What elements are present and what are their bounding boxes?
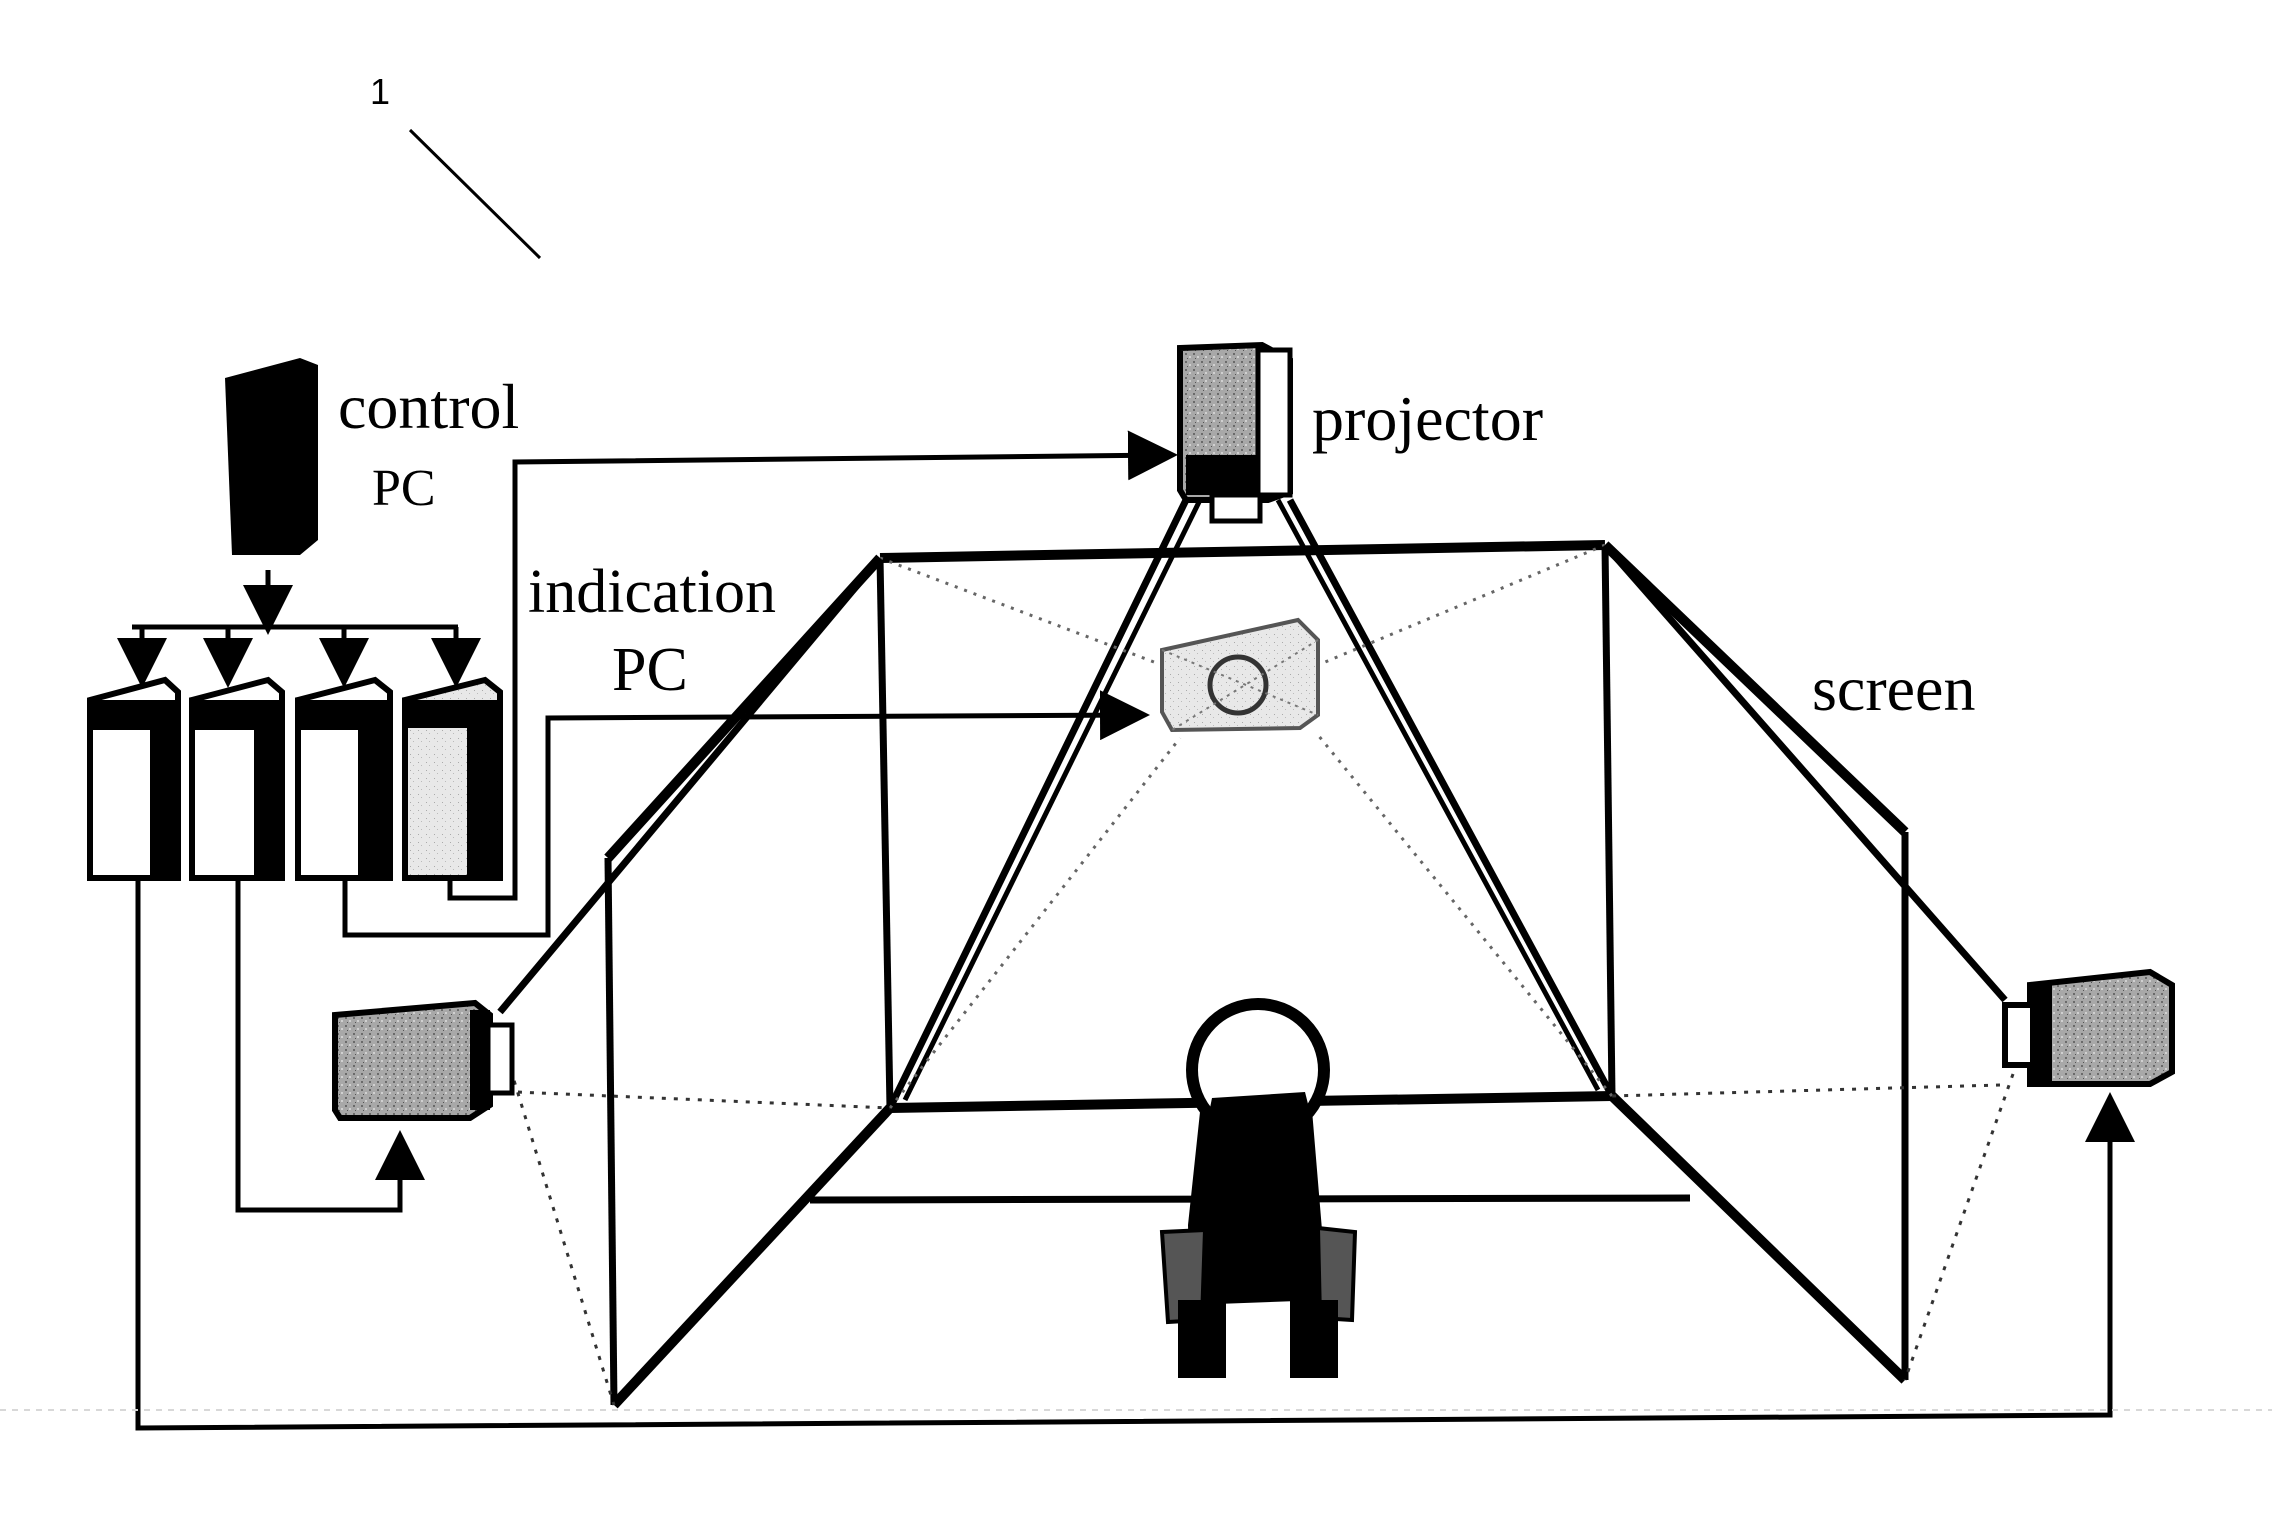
indication-pc-1 — [90, 680, 178, 878]
indication-pc-3 — [298, 680, 390, 878]
right-camera: screen — [1812, 653, 2172, 1084]
control-pc: control PC — [225, 358, 519, 555]
screen-label: screen — [1812, 653, 1975, 724]
control-pc-label-line1: control — [338, 371, 519, 442]
tower-pc-icon — [225, 358, 318, 555]
indication-pc-label-line1: indication — [528, 558, 776, 626]
indication-pc-2 — [192, 680, 282, 878]
reference-numeral: 1 — [370, 71, 390, 112]
projector-label: projector — [1312, 383, 1543, 454]
wiring — [138, 455, 2110, 1428]
top-projector: projector — [1180, 345, 1543, 521]
indication-pc-label-line2: PC — [612, 636, 688, 704]
camera-icon — [335, 1003, 490, 1118]
seated-person — [1162, 1004, 1355, 1378]
center-projector-image — [1162, 620, 1318, 730]
reference-leader-line — [410, 130, 540, 258]
left-camera — [335, 1003, 512, 1118]
indication-pc-4 — [405, 680, 500, 878]
control-pc-label-line2: PC — [372, 460, 436, 517]
